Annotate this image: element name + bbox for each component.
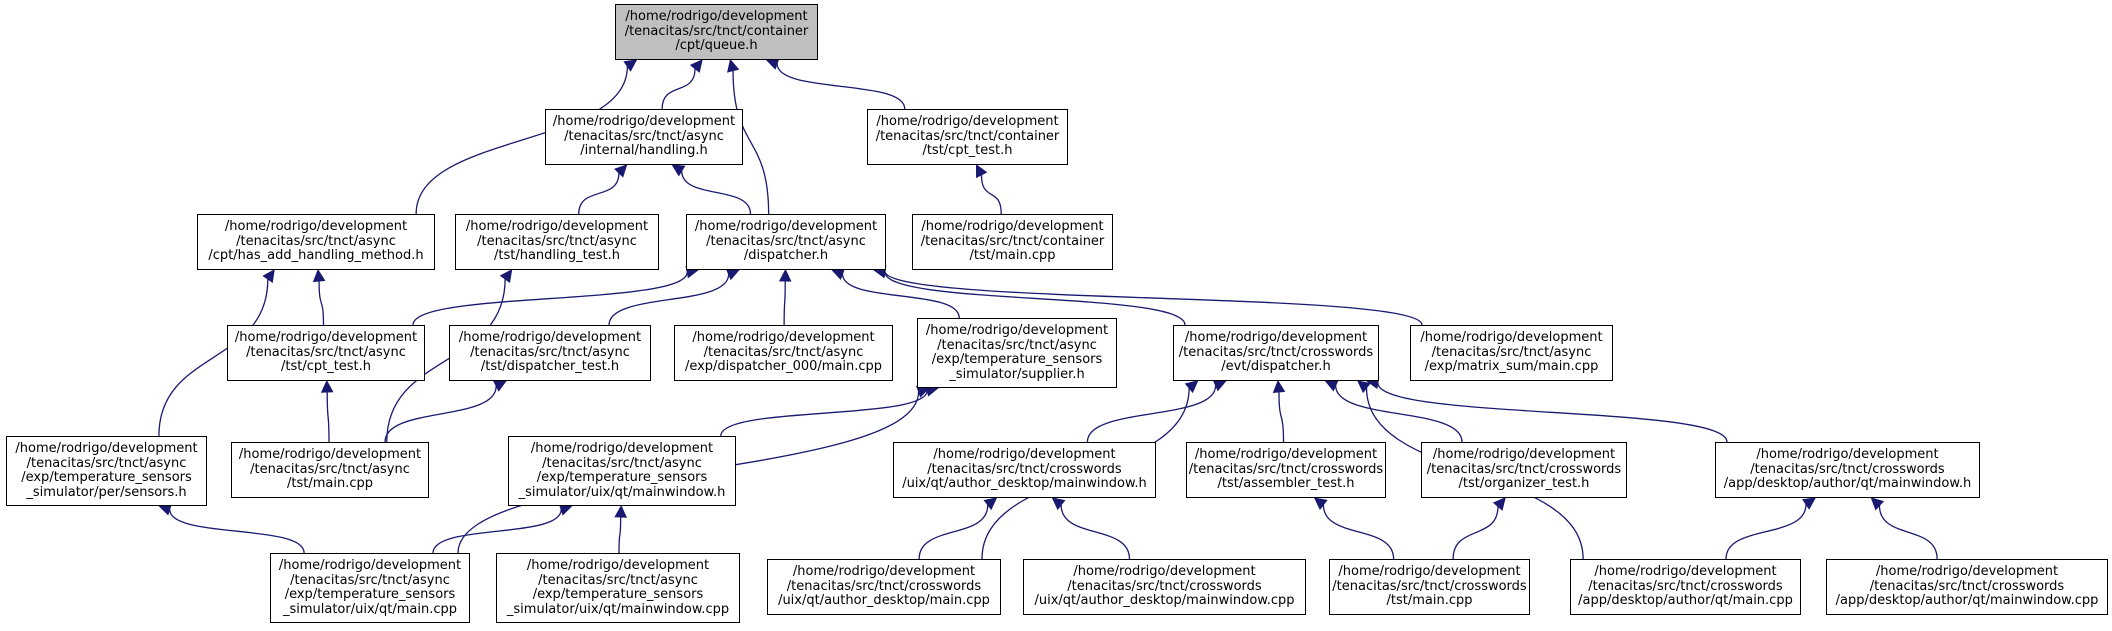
edge-app-main-to-app-mw-h <box>1725 504 1807 560</box>
graph-node-matrix-sum[interactable]: /home/rodrigo/development /tenacitas/src… <box>1410 325 1613 381</box>
graph-node-container-main[interactable]: /home/rodrigo/development /tenacitas/src… <box>912 214 1113 270</box>
arrowhead-crosswords-main-to-assembler-test <box>1313 497 1328 511</box>
arrowhead-dispatcher-to-handling <box>671 164 686 177</box>
arrowhead-async-cpt-test-to-has-add <box>312 268 326 283</box>
arrowhead-sensors-to-has-add <box>262 269 275 284</box>
edge-has-add-to-queue <box>415 66 629 215</box>
graph-node-app-main[interactable]: /home/rodrigo/development /tenacitas/src… <box>1570 559 1801 615</box>
graph-node-sim-main[interactable]: /home/rodrigo/development /tenacitas/src… <box>270 553 470 623</box>
edge-handling-to-queue <box>661 68 696 110</box>
edge-async-cpt-test-to-dispatcher <box>412 271 688 326</box>
arrowhead-async-main-to-async-cpt-test <box>320 379 334 393</box>
graph-node-app-mw-cpp[interactable]: /home/rodrigo/development /tenacitas/src… <box>1826 559 2108 615</box>
arrowhead-has-add-to-queue <box>623 59 638 72</box>
arrowhead-handling-to-queue <box>689 59 703 73</box>
graph-node-async-cpt-test[interactable]: /home/rodrigo/development /tenacitas/src… <box>227 325 425 381</box>
arrowhead-handling-test-to-handling <box>614 164 628 178</box>
graph-node-handling-test[interactable]: /home/rodrigo/development /tenacitas/src… <box>455 214 659 270</box>
graph-node-handling[interactable]: /home/rodrigo/development /tenacitas/src… <box>545 109 743 165</box>
arrowhead-assembler-test-to-evt-dispatcher <box>1272 379 1286 394</box>
arrowhead-dispatcher-000-to-dispatcher <box>778 268 792 282</box>
arrowhead-author-desktop-main-to-evt-dispatcher <box>1184 380 1199 394</box>
edge-organizer-test-to-evt-dispatcher <box>1334 385 1463 443</box>
graph-node-assembler-test[interactable]: /home/rodrigo/development /tenacitas/src… <box>1186 442 1386 498</box>
arrowhead-dispatcher-to-queue <box>727 58 740 73</box>
edge-app-mw-h-to-evt-dispatcher <box>1377 382 1728 443</box>
arrowhead-app-main-to-evt-dispatcher <box>1357 380 1371 394</box>
edge-cpt-test-to-queue <box>776 63 906 110</box>
arrowhead-author-desktop-main-to-author-desktop-mw-h <box>983 497 998 511</box>
arrowhead-app-mw-cpp-to-app-mw-h <box>1870 497 1885 511</box>
edge-dispatcher-000-to-dispatcher <box>783 280 786 326</box>
edge-sim-main-to-sim-mainwindow-h <box>432 509 562 554</box>
graph-node-cpt-test[interactable]: /home/rodrigo/development /tenacitas/src… <box>867 109 1068 165</box>
edge-handling-test-to-handling <box>578 172 620 215</box>
edge-evt-dispatcher-to-dispatcher <box>884 271 1186 326</box>
graph-node-async-main[interactable]: /home/rodrigo/development /tenacitas/src… <box>231 442 429 498</box>
edge-author-desktop-mw-cpp-to-author-desktop-mw-h <box>1060 504 1131 560</box>
graph-node-sim-mainwindow-h[interactable]: /home/rodrigo/development /tenacitas/src… <box>508 436 736 506</box>
edge-async-main-to-async-cpt-test <box>326 391 330 443</box>
graph-node-author-desktop-mw-h[interactable]: /home/rodrigo/development /tenacitas/src… <box>893 442 1156 498</box>
edge-author-desktop-mw-h-to-evt-dispatcher <box>1086 385 1217 443</box>
graph-node-organizer-test[interactable]: /home/rodrigo/development /tenacitas/src… <box>1421 442 1627 498</box>
arrowhead-async-main-to-dispatcher-test <box>492 380 507 392</box>
arrowhead-app-main-to-app-mw-h <box>1802 497 1817 510</box>
edge-supplier-to-dispatcher <box>841 273 960 319</box>
edge-async-main-to-handling-test <box>386 278 506 443</box>
graph-node-crosswords-main[interactable]: /home/rodrigo/development /tenacitas/src… <box>1329 559 1530 615</box>
edge-sim-mainwindow-h-to-supplier <box>720 390 928 437</box>
graph-node-sensors[interactable]: /home/rodrigo/development /tenacitas/src… <box>6 436 207 506</box>
edge-dispatcher-to-queue <box>732 70 770 215</box>
edge-async-main-to-dispatcher-test <box>384 385 497 443</box>
graph-node-supplier[interactable]: /home/rodrigo/development /tenacitas/src… <box>917 318 1117 388</box>
graph-node-dispatcher[interactable]: /home/rodrigo/development /tenacitas/src… <box>686 214 886 270</box>
edge-app-mw-cpp-to-app-mw-h <box>1878 505 1938 560</box>
arrowhead-async-main-to-handling-test <box>499 269 513 284</box>
graph-node-queue[interactable]: /home/rodrigo/development /tenacitas/src… <box>615 4 818 60</box>
edge-container-main-to-cpt-test <box>980 174 1002 215</box>
graph-node-author-desktop-mw-cpp[interactable]: /home/rodrigo/development /tenacitas/src… <box>1023 559 1306 615</box>
edge-crosswords-main-to-assembler-test <box>1322 504 1395 560</box>
edge-dispatcher-test-to-dispatcher <box>608 274 730 326</box>
arrowhead-sim-mw-cpp-to-sim-mainwindow-h <box>614 504 627 518</box>
edge-sensors-to-has-add <box>158 279 269 437</box>
edge-assembler-test-to-evt-dispatcher <box>1278 391 1285 443</box>
edge-matrix-sum-to-dispatcher <box>884 270 1423 326</box>
graph-node-app-mw-h[interactable]: /home/rodrigo/development /tenacitas/src… <box>1715 442 1980 498</box>
graph-node-has-add[interactable]: /home/rodrigo/development /tenacitas/src… <box>197 214 435 270</box>
edge-crosswords-main-to-organizer-test <box>1452 506 1499 560</box>
edge-async-cpt-test-to-has-add <box>318 280 325 326</box>
edge-author-desktop-main-to-author-desktop-mw-h <box>918 504 989 560</box>
arrowhead-container-main-to-cpt-test <box>975 164 988 179</box>
edge-sim-mw-cpp-to-sim-mainwindow-h <box>618 516 622 554</box>
graph-node-dispatcher-000[interactable]: /home/rodrigo/development /tenacitas/src… <box>674 325 893 381</box>
arrowhead-author-desktop-mw-cpp-to-author-desktop-mw-h <box>1051 497 1066 511</box>
graph-node-sim-mw-cpp[interactable]: /home/rodrigo/development /tenacitas/src… <box>496 553 740 623</box>
graph-node-evt-dispatcher[interactable]: /home/rodrigo/development /tenacitas/src… <box>1173 325 1379 381</box>
graph-node-dispatcher-test[interactable]: /home/rodrigo/development /tenacitas/src… <box>449 325 651 381</box>
edge-dispatcher-to-handling <box>681 170 752 215</box>
graph-node-author-desktop-main[interactable]: /home/rodrigo/development /tenacitas/src… <box>767 559 1001 615</box>
arrowhead-crosswords-main-to-organizer-test <box>1492 497 1506 511</box>
edge-sim-main-to-sensors <box>169 509 305 554</box>
